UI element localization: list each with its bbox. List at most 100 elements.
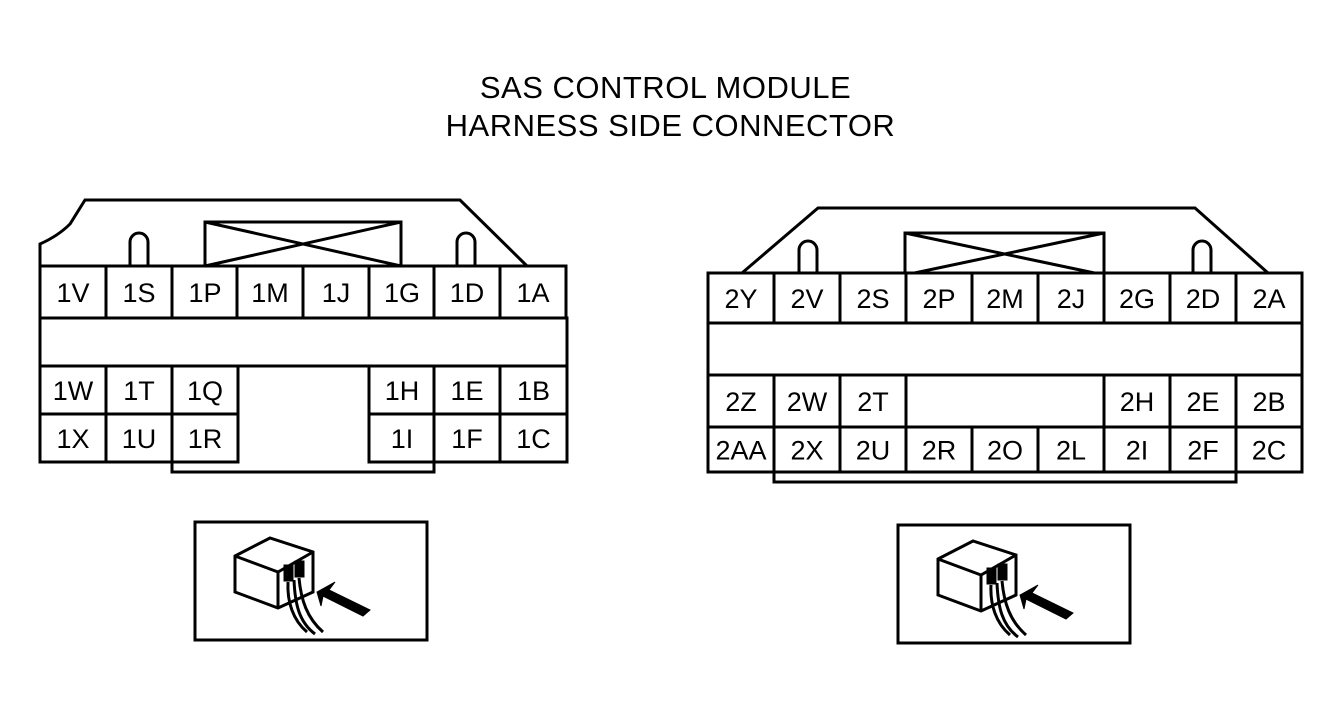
pin-hole	[986, 567, 997, 585]
pin-label: 1F	[451, 424, 483, 454]
connector-edges	[937, 553, 1017, 611]
housing-outline	[38, 198, 529, 268]
pin-hole	[294, 560, 305, 578]
pin-label: 2T	[857, 387, 889, 417]
pin-label: 2X	[790, 436, 823, 466]
connector-2: 2Y 2V 2S 2P 2M 2J 2G 2D 2A 2Z 2W 2T 2H 2E 2B 2AA 2X 2U 2R 2…	[706, 206, 1304, 484]
pin-label: 1V	[56, 278, 89, 308]
connector-edges	[234, 550, 314, 608]
harness-view-icon	[896, 523, 1132, 645]
pin-cell	[432, 264, 502, 320]
pin-hole	[997, 563, 1008, 581]
pin-cell	[104, 412, 174, 464]
arrow-icon	[1019, 584, 1074, 620]
pin-cell	[838, 425, 908, 474]
wire	[1000, 580, 1028, 637]
pin-cell	[1234, 373, 1304, 429]
diagram-title-line1: SAS CONTROL MODULE	[479, 70, 852, 105]
pin-label: 1C	[516, 424, 551, 454]
pin-label: 2H	[1120, 387, 1155, 417]
pin-cell	[235, 264, 305, 320]
pin-label: 1H	[385, 376, 420, 406]
key-cross	[904, 231, 1105, 277]
pin-label: 1G	[384, 278, 420, 308]
pin-label: 1R	[188, 424, 223, 454]
pin-label: 1X	[56, 424, 89, 454]
pin-label: 1U	[122, 424, 157, 454]
pin-cell	[1036, 425, 1106, 474]
pin-label: 2D	[1186, 284, 1221, 314]
pin-label: 1D	[450, 278, 485, 308]
harness-view-icon	[193, 520, 429, 642]
pin-cell	[706, 425, 776, 474]
pin-hole	[283, 564, 294, 582]
pin-label: 2Z	[725, 387, 757, 417]
pin-label: 2AA	[715, 436, 766, 466]
pin-label: 2P	[922, 284, 955, 314]
key-cross	[204, 220, 402, 268]
housing-outline	[741, 206, 1269, 275]
pin-cell	[1036, 271, 1106, 325]
pin-cell	[1168, 271, 1238, 325]
pin-label: 1E	[450, 376, 483, 406]
pin-label: 2L	[1056, 436, 1086, 466]
pin-label: 2S	[856, 284, 889, 314]
pin-label: 2G	[1119, 284, 1155, 314]
pin-label: 1T	[123, 376, 155, 406]
pin-label: 1W	[53, 376, 94, 406]
wire	[995, 582, 1019, 639]
pin-cell	[170, 264, 240, 320]
pin-cell	[498, 412, 569, 464]
connector-body	[706, 321, 1304, 377]
pin-cell	[1168, 425, 1238, 474]
pin-cell	[1234, 271, 1304, 325]
pin-label: 2U	[856, 436, 891, 466]
pin-cell	[432, 364, 502, 416]
pin-label: 1A	[516, 278, 549, 308]
pin-cell	[838, 271, 908, 325]
pin-label: 1P	[188, 278, 221, 308]
pin-label: 1M	[251, 278, 289, 308]
pin-cell	[1102, 271, 1172, 325]
connector-1: 1V 1S 1P 1M 1J 1G 1D 1A 1W 1T 1Q 1X 1U 1R 1H 1E 1B 1I 1F 1C	[38, 198, 569, 474]
pin-label: 2O	[987, 436, 1023, 466]
latch	[128, 231, 150, 266]
pin-label: 2Y	[724, 284, 757, 314]
latch	[797, 239, 819, 274]
pin-label: 1I	[391, 424, 414, 454]
wire	[989, 584, 1012, 637]
pin-label: 2A	[1252, 284, 1285, 314]
pin-cell	[170, 364, 240, 416]
pin-cell	[772, 271, 842, 325]
connector-body	[38, 316, 569, 368]
pin-label: 1J	[322, 278, 351, 308]
pin-label: 2J	[1057, 284, 1086, 314]
pin-label: 2V	[790, 284, 823, 314]
pin-label: 2B	[1252, 387, 1285, 417]
pin-label: 2C	[1252, 436, 1287, 466]
pin-label: 2R	[922, 436, 957, 466]
pin-label: 2W	[787, 387, 828, 417]
pin-cell	[170, 412, 240, 464]
pin-cell	[1234, 425, 1304, 474]
arrow-icon	[316, 581, 371, 617]
pin-cell	[38, 412, 108, 464]
pin-cell	[498, 264, 568, 320]
wire	[297, 577, 325, 634]
view-direction-icons	[193, 520, 1132, 645]
pin-label: 2E	[1186, 387, 1219, 417]
latch	[455, 231, 477, 266]
pin-label: 1Q	[187, 376, 223, 406]
wire	[286, 581, 309, 634]
pin-label: 2M	[986, 284, 1024, 314]
pin-label: 1B	[517, 376, 550, 406]
bottom-flange	[170, 462, 436, 474]
diagram-title-line2: HARNESS SIDE CONNECTOR	[445, 108, 896, 143]
pin-cell	[38, 364, 108, 416]
pin-label: 2F	[1187, 436, 1219, 466]
latch	[1191, 239, 1213, 274]
pin-label: 1S	[122, 278, 155, 308]
wire	[292, 579, 316, 636]
